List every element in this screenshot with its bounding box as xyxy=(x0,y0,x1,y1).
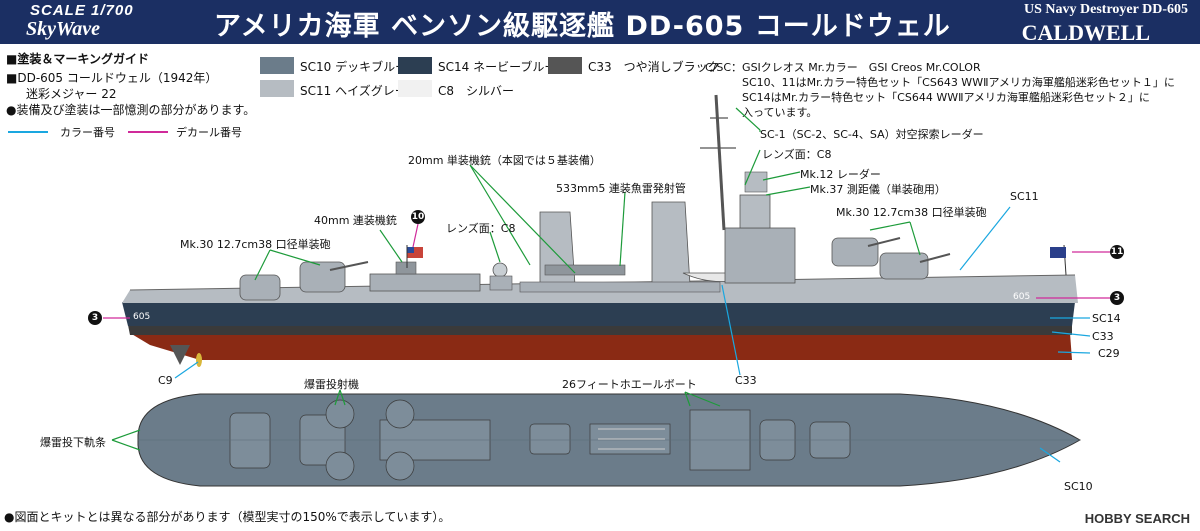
swatch-sc14 xyxy=(398,57,432,74)
callout-c33-below: C33 xyxy=(735,374,757,387)
hull-red-bottom xyxy=(130,333,1072,360)
top-funnel-aft xyxy=(529,423,571,455)
callout-sc14: SC14 xyxy=(1092,312,1121,325)
callout-mk12: Mk.12 レーダー xyxy=(800,168,881,181)
hull-number-aft: 605 xyxy=(133,312,150,322)
top-dc-projector-2 xyxy=(325,451,355,481)
guide-ship: ■DD-605 コールドウェル（1942年） xyxy=(6,71,218,85)
flag-aft xyxy=(407,247,423,258)
callout-20mm: 20mm 単装機銃（本図では５基装備） xyxy=(408,154,601,167)
callout-mk30-aft: Mk.30 12.7cm38 口径単装砲 xyxy=(180,238,331,251)
mk37 xyxy=(744,171,768,193)
top-aft-gun-1 xyxy=(229,412,271,469)
guide-note: ●装備及び塗装は一部憶測の部分があります。 xyxy=(6,103,256,117)
callout-mk37: Mk.37 測距儀（単装砲用） xyxy=(810,183,946,196)
color-legend-line xyxy=(8,131,48,133)
decal-badge-3-aft: 3 xyxy=(88,311,102,325)
paint-note-4: 入っています。 xyxy=(742,106,818,119)
mast xyxy=(714,94,726,231)
aft-deckhouse xyxy=(369,273,481,292)
swatch-c8-label: C8 シルバー xyxy=(438,84,515,98)
paint-note-3: SC14はMr.カラー特色セット「CS644 WWⅡアメリカ海軍艦船迷彩色セット… xyxy=(742,91,1150,104)
searchlight xyxy=(492,262,508,278)
torpedo-tubes xyxy=(544,264,626,276)
scale-label: SCALE 1/700 xyxy=(30,2,134,19)
swatch-sc10 xyxy=(260,57,294,74)
callout-sc11: SC11 xyxy=(1010,190,1039,203)
fwd-gun-1 xyxy=(831,237,879,267)
callout-torpedo: 533mm5 連装魚雷発射管 xyxy=(556,182,686,195)
boot-top xyxy=(128,325,1072,335)
aa40-mount xyxy=(395,261,417,275)
swatch-sc14-label: SC14 ネービーブルー xyxy=(438,60,557,74)
color-legend-label: カラー番号 xyxy=(60,126,115,139)
fwd-gun-2 xyxy=(879,252,929,280)
decal-legend-label: デカール番号 xyxy=(176,126,242,139)
swatch-sc11-label: SC11 ヘイズグレー xyxy=(300,84,407,98)
callout-dc-rack: 爆雷投下軌条 xyxy=(40,436,106,449)
title-bar xyxy=(0,0,1200,44)
decal-badge-11: 11 xyxy=(1110,245,1124,259)
swatch-sc10-label: SC10 デッキブルー xyxy=(300,60,408,74)
top-dc-projector-1 xyxy=(325,399,355,429)
footer-note: ●図面とキットとは異なる部分があります（模型実寸の150%で表示しています）。 xyxy=(4,510,451,524)
paint-note-2: SC10、11はMr.カラー特色セット「CS643 WWⅡアメリカ海軍艦船迷彩色… xyxy=(742,76,1175,89)
swatch-c33 xyxy=(548,57,582,74)
decal-badge-10: 10 xyxy=(411,210,425,224)
funnel-fwd xyxy=(651,201,691,286)
hull-number-fwd: 605 xyxy=(1013,292,1030,302)
callout-lens-top: レンズ面：C8 xyxy=(762,148,832,161)
callout-lens-mid: レンズ面：C8 xyxy=(446,222,516,235)
swatch-c33-label: C33 つや消しブラック xyxy=(588,60,720,74)
brand-logo: SkyWave xyxy=(26,18,101,40)
swatch-c8 xyxy=(398,80,432,97)
callout-radar-sc1: SC-1（SC-2、SC-4、SA）対空探索レーダー xyxy=(760,128,984,141)
aft-gun-1 xyxy=(239,274,281,301)
page-title: アメリカ海軍 ベンソン級駆逐艦 DD-605 コールドウェル xyxy=(214,11,951,42)
director xyxy=(739,194,771,229)
callout-whaleboat: 26フィートホエールボート xyxy=(562,378,697,391)
callout-c33-side: C33 xyxy=(1092,330,1114,343)
watermark: HOBBY SEARCH xyxy=(1084,511,1190,526)
rudder xyxy=(170,345,190,365)
guide-camo: 迷彩メジャー 22 xyxy=(26,87,117,101)
ship-name: CALDWELL xyxy=(1021,20,1150,45)
decal-legend-line xyxy=(128,131,168,133)
callout-40mm: 40mm 連装機銃 xyxy=(314,214,397,227)
callout-sc10-deck: SC10 xyxy=(1064,480,1093,493)
aft-gun-2 xyxy=(299,261,346,293)
propeller xyxy=(196,353,202,367)
swatch-sc11 xyxy=(260,80,294,97)
ship-subtitle: US Navy Destroyer DD-605 xyxy=(1024,2,1188,17)
flag-bow xyxy=(1050,247,1066,258)
callout-dc-projector: 爆雷投射機 xyxy=(304,378,359,391)
callout-c29: C29 xyxy=(1098,347,1120,360)
decal-badge-3-fwd: 3 xyxy=(1110,291,1124,305)
hull-navy xyxy=(122,302,1075,326)
callout-mk30-fwd: Mk.30 12.7cm38 口径単装砲 xyxy=(836,206,987,219)
bridge xyxy=(724,227,796,284)
paint-note-1: C/SC：GSIクレオス Mr.カラー GSI Creos Mr.COLOR xyxy=(705,61,981,74)
callout-c9: C9 xyxy=(158,374,173,387)
guide-heading: ■塗装＆マーキングガイド xyxy=(6,52,149,66)
